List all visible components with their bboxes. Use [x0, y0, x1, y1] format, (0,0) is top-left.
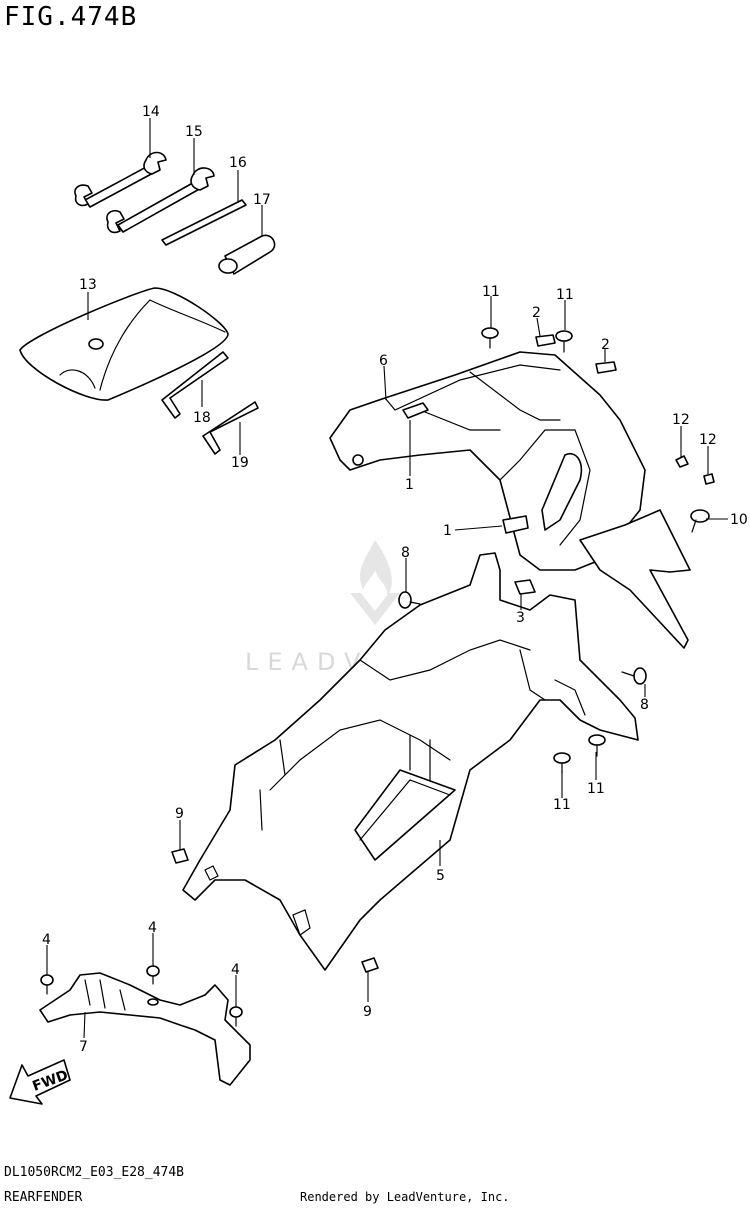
callout-9-lower: 9 [363, 1004, 372, 1020]
callout-6: 6 [379, 353, 388, 369]
callout-10: 10 [730, 512, 748, 528]
wrench-15[interactable] [106, 167, 215, 234]
callout-1-lower: 1 [443, 523, 452, 539]
bolt-8-right[interactable] [621, 667, 647, 685]
bolt-11-lower-right[interactable] [588, 734, 606, 757]
callout-19: 19 [231, 455, 249, 471]
leadventure-logo-watermark [350, 540, 400, 625]
callout-15: 15 [185, 124, 203, 140]
cushion-pad-3[interactable] [514, 579, 536, 595]
forward-arrow-icon: FWD [9, 1059, 71, 1105]
cushion-pad-1b[interactable] [502, 515, 529, 534]
bolt-4-right[interactable] [229, 1006, 243, 1027]
callout-3: 3 [516, 610, 525, 626]
cushion-pad-1a[interactable] [402, 402, 429, 419]
grommet-10[interactable] [690, 509, 710, 533]
bolt-4-center[interactable] [146, 965, 160, 985]
cushion-pad-2a[interactable] [535, 334, 556, 347]
fender-bracket-7[interactable] [39, 972, 251, 1086]
clip-nut-9b[interactable] [361, 957, 379, 973]
callout-13: 13 [79, 277, 97, 293]
callout-7: 7 [79, 1039, 88, 1055]
render-credit: Rendered by LeadVenture, Inc. [300, 1190, 510, 1204]
bolt-4-left[interactable] [40, 974, 54, 995]
callout-12-lower: 12 [699, 432, 717, 448]
clip-12b[interactable] [703, 473, 715, 485]
clip-12a[interactable] [675, 455, 689, 468]
callout-8-right: 8 [640, 697, 649, 713]
callout-17: 17 [253, 192, 271, 208]
figure-title: FIG.474B [4, 2, 138, 32]
bolt-11-top-left[interactable] [481, 327, 499, 349]
callout-18: 18 [193, 410, 211, 426]
callout-1-upper: 1 [405, 477, 414, 493]
callout-11-lower-left: 11 [553, 797, 571, 813]
callout-2-left: 2 [532, 305, 541, 321]
callout-5: 5 [436, 868, 445, 884]
bolt-11-top-right[interactable] [555, 330, 573, 353]
rear-fender-lower-5[interactable] [182, 552, 639, 971]
callout-2-right: 2 [601, 337, 610, 353]
callout-4-center: 4 [148, 920, 157, 936]
callout-8-left: 8 [401, 545, 410, 561]
cushion-pad-2b[interactable] [595, 361, 617, 374]
callout-12-upper: 12 [672, 412, 690, 428]
callout-11-top-right: 11 [556, 287, 574, 303]
screwdriver-handle-17[interactable] [218, 234, 276, 275]
callout-4-left: 4 [42, 932, 51, 948]
callout-11-top-left: 11 [482, 284, 500, 300]
callout-9-upper: 9 [175, 806, 184, 822]
rear-flap-10[interactable] [579, 509, 691, 649]
tool-bag-13[interactable] [19, 287, 229, 401]
callout-4-right: 4 [231, 962, 240, 978]
diagram-code: DL1050RCM2_E03_E28_474B [4, 1165, 185, 1180]
leader-lines [46, 118, 728, 1039]
callout-14: 14 [142, 104, 160, 120]
diagram-name: REARFENDER [4, 1190, 83, 1205]
hex-key-19[interactable] [202, 401, 259, 455]
wrench-14[interactable] [74, 151, 167, 208]
callout-11-lower-right: 11 [587, 781, 605, 797]
hex-key-18[interactable] [161, 351, 229, 419]
callout-16: 16 [229, 155, 247, 171]
screwdriver-bit-16[interactable] [161, 199, 247, 246]
clip-nut-9a[interactable] [171, 848, 189, 864]
bolt-8-left[interactable] [398, 591, 421, 609]
